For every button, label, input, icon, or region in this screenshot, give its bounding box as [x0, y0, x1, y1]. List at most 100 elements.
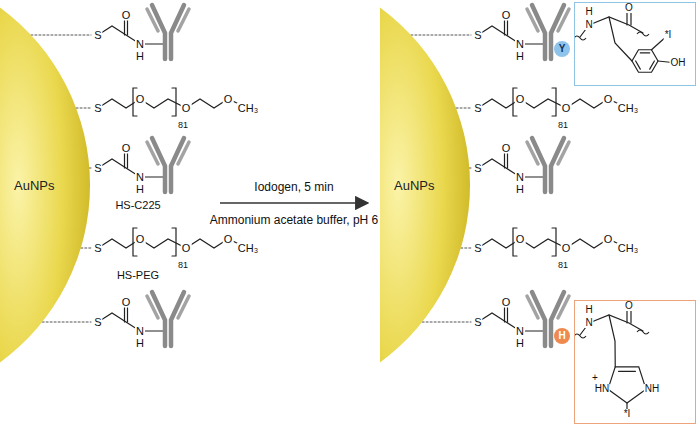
atom-label: H [515, 184, 525, 195]
surface-tether [81, 248, 91, 249]
bond-line [619, 371, 636, 372]
residue-letter: H [558, 331, 565, 341]
atom-label: O [515, 234, 526, 245]
wavy-bond [637, 32, 649, 36]
atom-label: O [501, 10, 512, 21]
antibody-light-chain [178, 142, 189, 164]
bond-line [636, 61, 641, 69]
atom-label: O [515, 94, 526, 105]
atom-label: H [515, 338, 525, 349]
atom-label: S [93, 243, 102, 254]
atom-label: S [473, 317, 482, 328]
antibody-light-chain [527, 9, 538, 31]
atom-label: N [584, 20, 593, 30]
atom-label: O [501, 297, 512, 308]
antibody-light-chain [178, 9, 189, 31]
atom-label: H [515, 51, 525, 62]
atom-label: S [473, 163, 482, 174]
surface-tether [422, 322, 471, 323]
atom-label: OH [670, 58, 687, 68]
antibody-light-chain [527, 142, 538, 164]
atom-label: O [181, 243, 192, 254]
reaction-arrow [220, 202, 368, 204]
gold-nanoparticle: AuNPs [380, 0, 472, 370]
surface-tether [456, 108, 471, 109]
gold-nanoparticle: AuNPs [0, 0, 92, 370]
atom-label: HS-C225 [114, 200, 161, 211]
residue-letter: Y [559, 44, 566, 54]
atom-label: *I [664, 30, 673, 40]
atom-label: H [584, 305, 593, 315]
atom-label: S [473, 103, 482, 114]
atom-label: N [135, 172, 145, 183]
particle-label: AuNPs [394, 179, 434, 192]
surface-tether [42, 322, 91, 323]
benzene-ring [632, 50, 658, 73]
atom-label: CH₃ [237, 243, 259, 254]
surface-tether [89, 168, 91, 169]
peg-chain [98, 228, 248, 256]
atom-label: S [93, 30, 102, 41]
atom-label: O [561, 243, 572, 254]
residue-inset: HNO+HNNH*I [574, 300, 696, 424]
atom-label: 81 [177, 261, 189, 270]
atom-label: S [473, 30, 482, 41]
antibody-light-chain [147, 9, 158, 31]
atom-label: S [473, 243, 482, 254]
atom-label: N [515, 39, 525, 50]
surface-tether [411, 35, 471, 36]
bond-line [640, 52, 649, 53]
antibody-light-chain [558, 142, 569, 164]
surface-tether [31, 35, 91, 36]
peg-chain [478, 228, 628, 256]
atom-label: CH₃ [237, 103, 259, 114]
atom-label: O [624, 3, 634, 13]
atom-label: 81 [557, 121, 569, 130]
bond-line [609, 315, 615, 367]
surface-tether [76, 108, 91, 109]
atom-label: S [93, 163, 102, 174]
atom-label: O [135, 94, 146, 105]
bond-line [589, 315, 643, 331]
peg-chain [98, 88, 248, 116]
atom-label: H [135, 338, 145, 349]
condition-label: Iodogen, 5 min [253, 181, 334, 193]
bond-line [589, 17, 643, 33]
atom-label: + [591, 373, 599, 383]
repeat-bracket [172, 88, 176, 116]
atom-label: HS-PEG [116, 270, 160, 281]
atom-label: N [515, 172, 525, 183]
particle-body [380, 8, 470, 363]
atom-label: N [135, 39, 145, 50]
bond-line [609, 17, 632, 61]
wavy-bond [637, 330, 649, 334]
atom-label: HN [594, 384, 610, 394]
atom-label: O [624, 301, 634, 311]
atom-label: N [515, 326, 525, 337]
atom-label: O [603, 94, 614, 105]
atom-label: O [223, 234, 234, 245]
peg-chain [478, 88, 628, 116]
atom-label: CH₃ [617, 103, 639, 114]
residue-tag: Y [554, 41, 570, 57]
bond-line [650, 61, 655, 69]
residue-tag: H [554, 328, 570, 344]
antibody-light-chain [558, 9, 569, 31]
atom-label: H [584, 7, 593, 17]
atom-label: O [121, 297, 132, 308]
atom-label: O [181, 103, 192, 114]
atom-label: 81 [557, 261, 569, 270]
repeat-bracket [552, 228, 556, 256]
atom-label: S [93, 317, 102, 328]
atom-label: O [561, 103, 572, 114]
atom-label: S [93, 103, 102, 114]
atom-label: O [121, 10, 132, 21]
atom-label: H [135, 51, 145, 62]
atom-label: N [135, 326, 145, 337]
atom-label: H [135, 184, 145, 195]
wavy-bond [575, 36, 586, 40]
antibody-light-chain [178, 296, 189, 318]
surface-tether [469, 168, 471, 169]
repeat-bracket [172, 228, 176, 256]
